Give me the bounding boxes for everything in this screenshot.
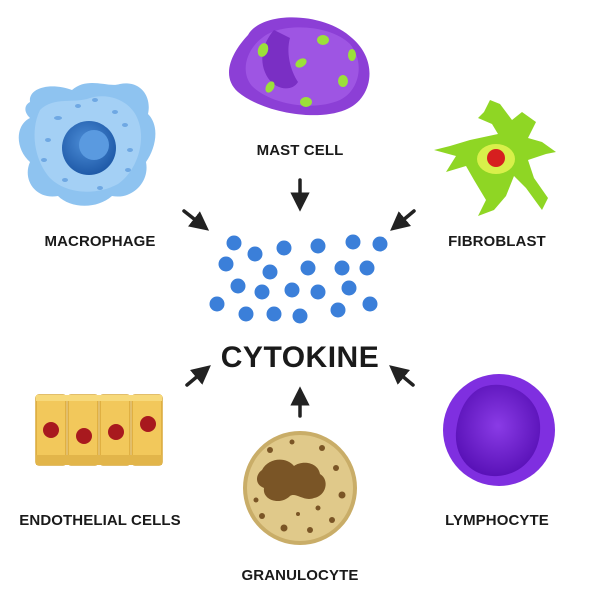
cytokine-title: CYTOKINE	[220, 341, 380, 374]
fibroblast-label: FIBROBLAST	[448, 233, 546, 250]
mast-cell-icon	[229, 17, 370, 116]
lymphocyte-label: LYMPHOCYTE	[445, 512, 549, 529]
endothelial-cells-icon	[35, 394, 163, 466]
macrophage-icon	[18, 82, 156, 206]
mast-cell-label: MAST CELL	[256, 142, 344, 159]
granulocyte-label: GRANULOCYTE	[241, 567, 359, 584]
macrophage-label: MACROPHAGE	[44, 233, 156, 250]
arrow-fibroblast	[390, 209, 416, 231]
endothelial-cells-label: ENDOTHELIAL CELLS	[19, 512, 181, 529]
arrows	[182, 178, 416, 418]
arrow-endothelial	[185, 365, 211, 387]
cytokine-molecules	[209, 234, 388, 324]
fibroblast-icon	[434, 100, 556, 216]
arrow-macrophage	[182, 209, 210, 231]
arrow-lymphocyte	[389, 365, 415, 387]
lymphocyte-icon	[443, 374, 555, 486]
granulocyte-icon	[243, 431, 357, 545]
